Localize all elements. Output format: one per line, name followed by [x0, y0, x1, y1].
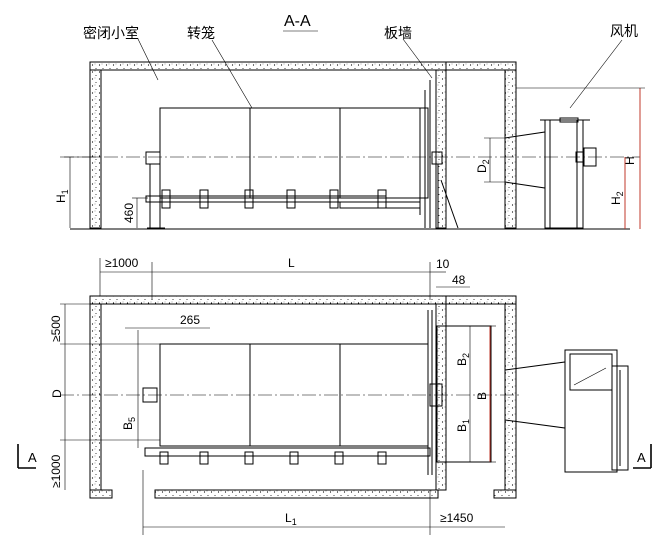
- cage-leader: [211, 39, 253, 109]
- d48-label: 48: [452, 273, 466, 287]
- top-roof-wall: [89, 61, 447, 71]
- ge1000-left-label: ≥1000: [49, 454, 63, 488]
- b5-label: B5: [121, 417, 137, 430]
- d265-label: 265: [180, 313, 200, 327]
- plan-bottom-wall: [154, 489, 439, 499]
- top-right-wall: [504, 69, 517, 229]
- rotating-cage-drum: [159, 80, 431, 228]
- wall-board-leader: [402, 38, 433, 79]
- svg-text:A: A: [28, 450, 37, 465]
- fan-label: 风机: [610, 24, 638, 40]
- wall-board-label: 板墙: [384, 26, 412, 42]
- d2-label: D2: [475, 159, 491, 173]
- top-left-wall: [89, 69, 102, 229]
- cage-label: 转笼: [187, 25, 215, 42]
- plan-right-top-wall: [445, 295, 517, 305]
- plan-view: A A ≥1000 L 10 48 265 ≥500 D ≥1000 B5: [17, 256, 652, 535]
- plan-bottom-left-stub: [89, 489, 113, 499]
- ge500-label: ≥500: [49, 315, 63, 342]
- section-marker-left: A: [17, 444, 37, 469]
- plan-bottom-right-stub: [493, 489, 517, 499]
- h-label: H: [623, 156, 637, 165]
- ge1450-label: ≥1450: [440, 511, 474, 525]
- top-partition-wall: [435, 69, 447, 229]
- plan-top-wall: [89, 295, 447, 305]
- fan-leader: [569, 39, 623, 109]
- b1-label: B1: [455, 419, 471, 432]
- b-label: B: [475, 392, 489, 400]
- plan-right-wall: [504, 303, 517, 491]
- plan-left-wall: [89, 303, 102, 491]
- plan-partition-wall: [435, 303, 447, 491]
- plan-fan: [436, 325, 629, 473]
- l-label: L: [288, 256, 295, 270]
- drum-shaft: [60, 151, 640, 229]
- top-right-roof: [445, 61, 517, 71]
- h1-label: H1: [54, 189, 70, 203]
- fan-assembly: [504, 117, 597, 229]
- plan-drum: [60, 310, 520, 475]
- d10-label: 10: [436, 257, 450, 271]
- section-title: A-A: [284, 13, 311, 30]
- sealed-room-leader: [137, 38, 159, 81]
- section-marker-right: A: [633, 444, 652, 469]
- sealed-room-label: 密闭小室: [83, 25, 139, 42]
- d-label: D: [50, 389, 64, 398]
- b2-label: B2: [455, 353, 471, 366]
- ge1000-top-label: ≥1000: [105, 256, 139, 270]
- section-view: 密闭小室 转笼 A-A 板墙 风机 H1 460 D2 H H2: [54, 13, 645, 230]
- h2-label: H2: [609, 191, 625, 205]
- svg-text:A: A: [637, 450, 646, 465]
- h460-label: 460: [122, 203, 136, 223]
- l1-label: L1: [285, 511, 297, 527]
